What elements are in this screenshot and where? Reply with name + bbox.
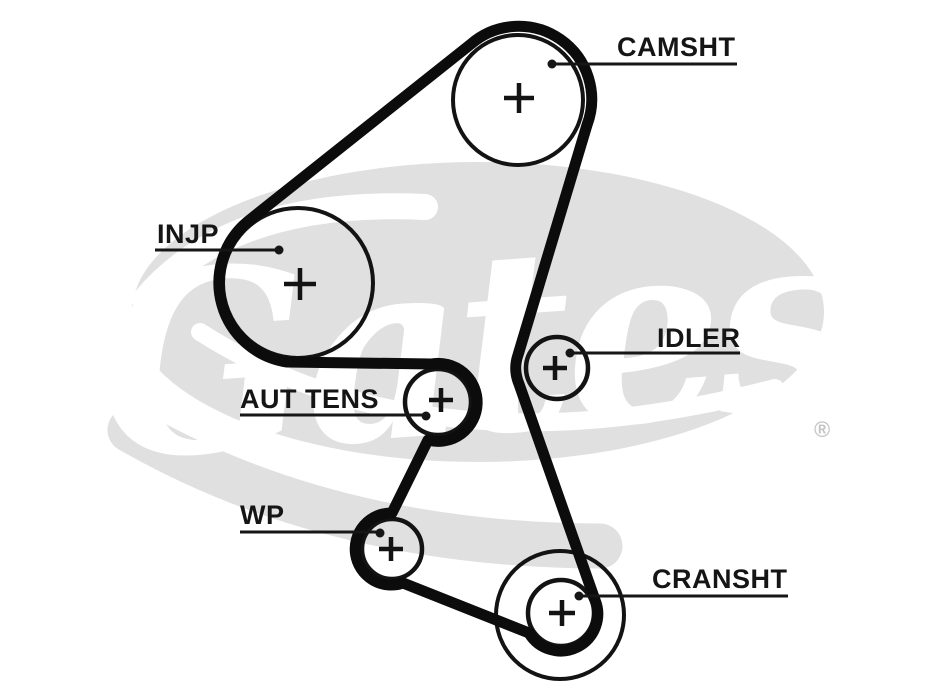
- wp-label: WP: [240, 500, 285, 530]
- aut-tens-label: AUT TENS: [240, 384, 379, 414]
- cransht-label: CRANSHT: [652, 564, 788, 594]
- auto-tensioner-center-cross-icon: [429, 388, 453, 412]
- camshaft-pulley: [451, 33, 585, 167]
- injection-pump-center-cross-icon: [284, 268, 316, 300]
- crankshaft-center-cross-icon: [549, 600, 575, 626]
- water-pump-center-cross-icon: [379, 537, 403, 561]
- gates-watermark: Gates ®: [88, 162, 861, 569]
- auto-tensioner-pulley: [402, 366, 474, 438]
- pulley-center-marks: [284, 83, 575, 626]
- cransht-leader-dot: [574, 591, 584, 601]
- watermark-swash-upper: [132, 193, 438, 313]
- camsht-leader-dot: [547, 59, 557, 69]
- gates-wordmark: Gates: [88, 171, 861, 517]
- idler-leader-dot: [565, 348, 575, 358]
- aut-tens-leader-dot: [421, 411, 431, 421]
- leader-lines: [155, 62, 788, 598]
- registered-trademark-symbol: ®: [814, 417, 830, 442]
- idler-pulley: [523, 334, 591, 402]
- camshaft-center-cross-icon: [504, 83, 534, 113]
- injp-label: INJP: [157, 219, 219, 249]
- camsht-label: CAMSHT: [617, 32, 736, 62]
- timing-belt: [213, 20, 604, 657]
- pulleys: [221, 33, 626, 681]
- idler-center-cross-icon: [543, 356, 567, 380]
- injp-leader-dot: [274, 245, 284, 255]
- watermark-swash-lower: [191, 323, 784, 432]
- pulley-labels: CAMSHT INJP IDLER AUT TENS WP CRANSHT: [157, 32, 788, 594]
- leader-dots: [274, 59, 584, 601]
- watermark-tail-swash: [107, 407, 623, 569]
- water-pump-pulley: [359, 516, 425, 582]
- idler-label: IDLER: [657, 323, 741, 353]
- wp-leader-dot: [375, 528, 385, 538]
